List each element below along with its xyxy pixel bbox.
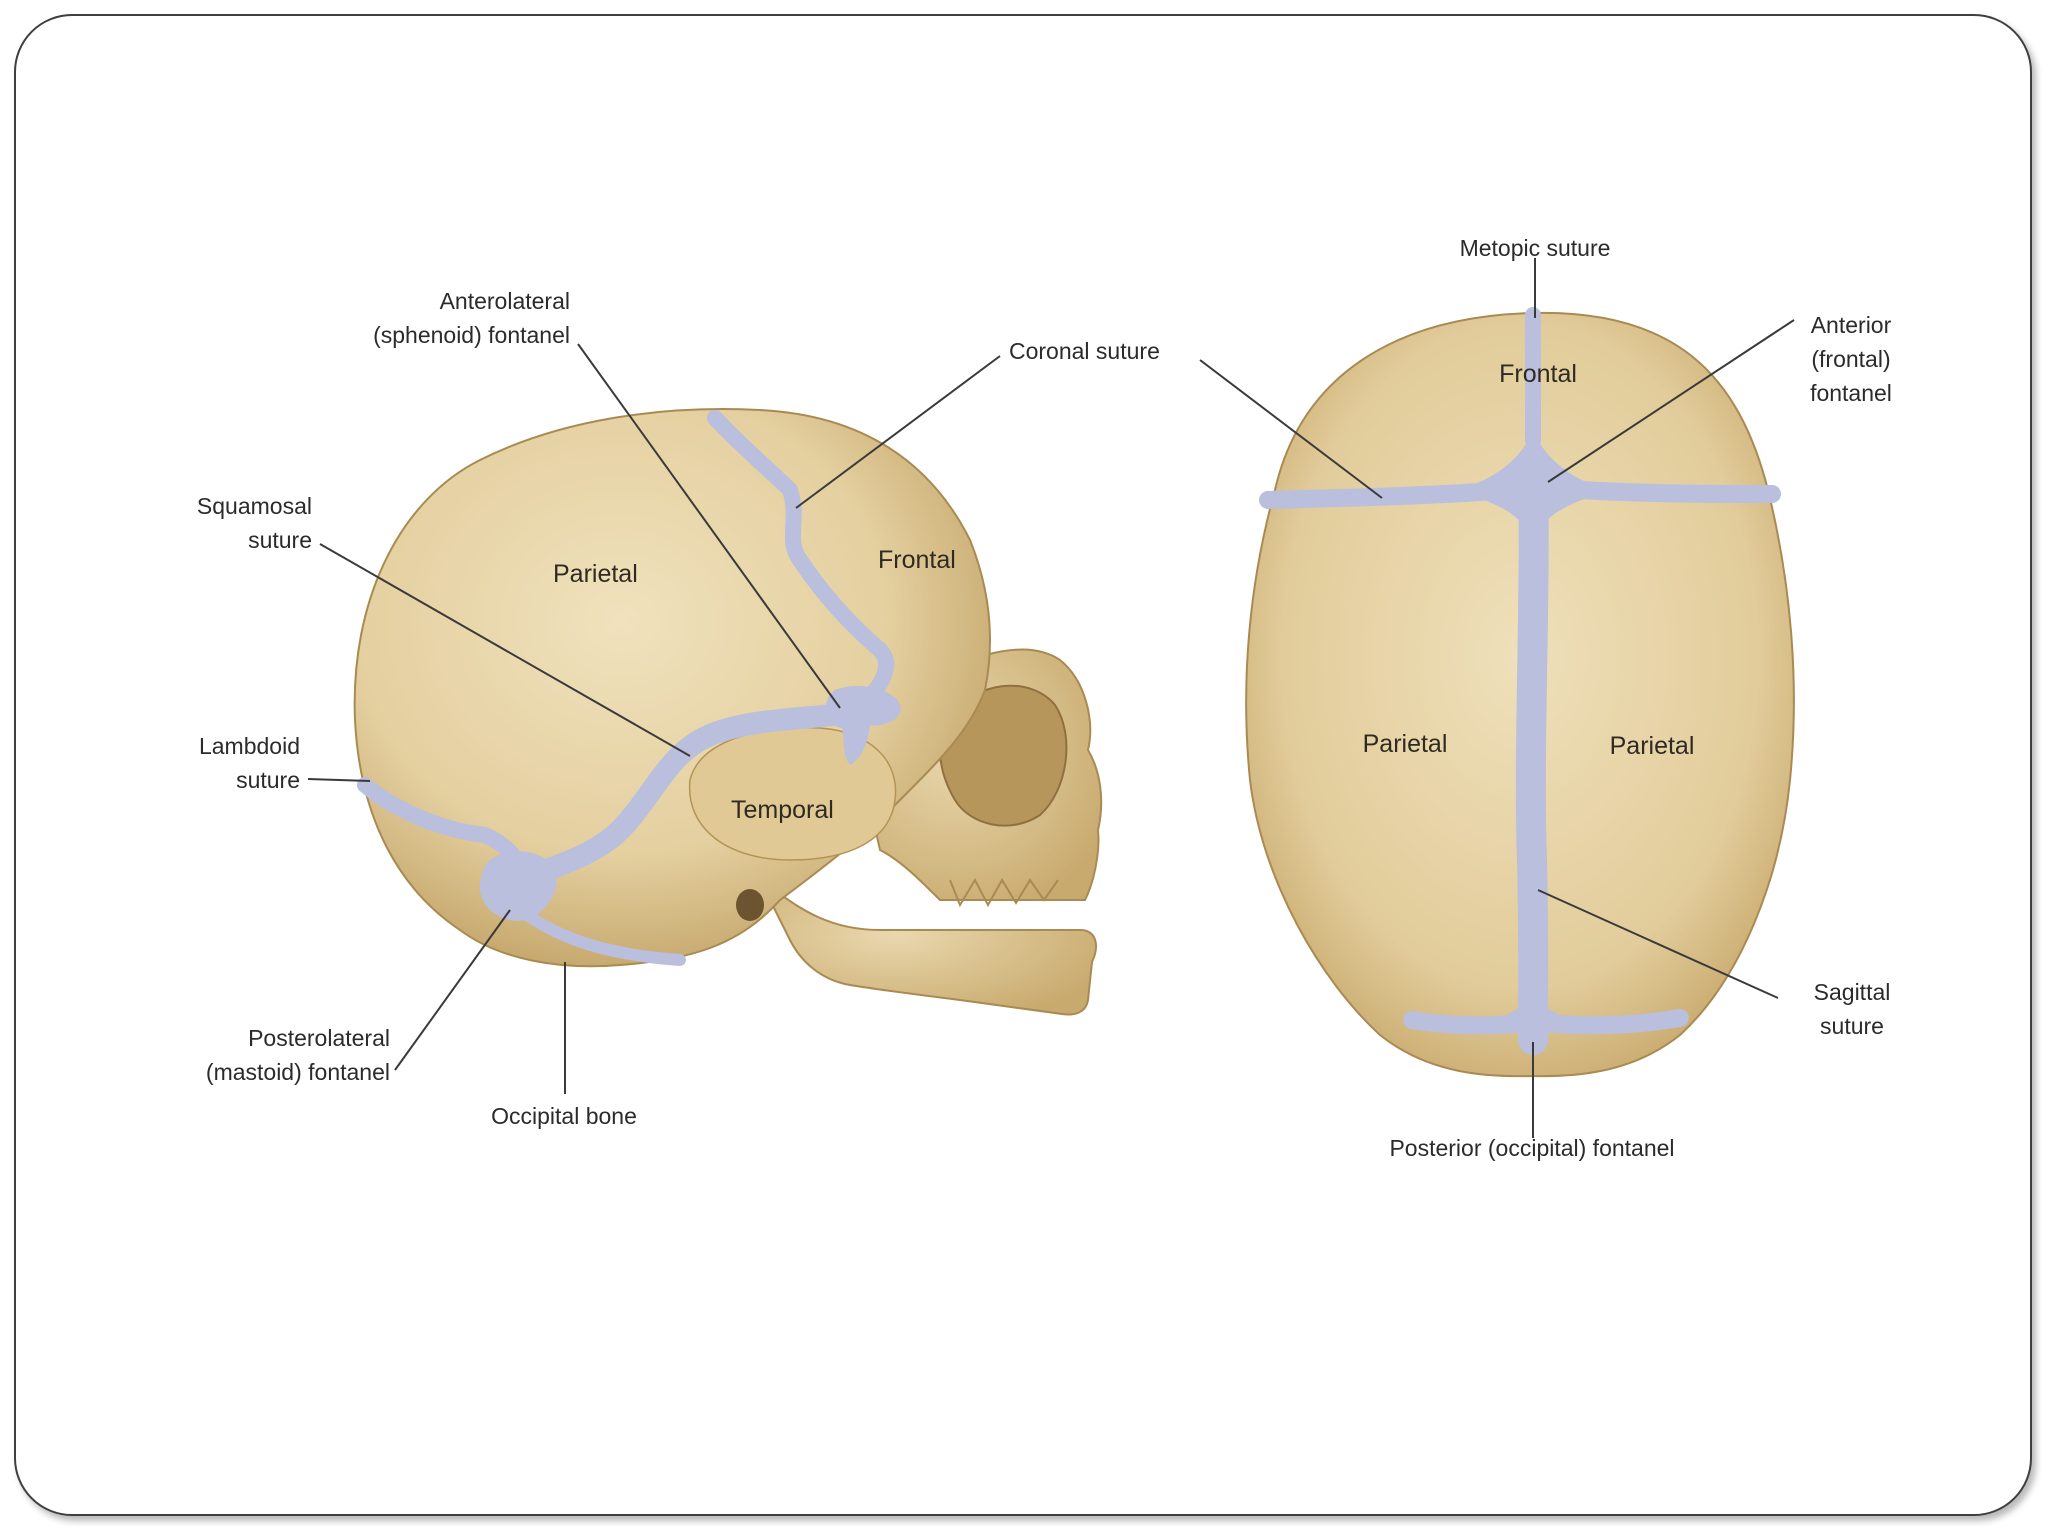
teeth [949,877,1059,908]
squamosal-suture-lateral [499,701,871,896]
anterolateral-fontanel [826,685,901,765]
label-metopic-suture: Metopic suture [1460,235,1611,261]
orbit [938,684,1068,827]
leader-coronal [795,355,1001,509]
label-lambdoid-line2: suture [236,767,300,793]
anterior-fontanel [1456,430,1610,530]
label-sagittal-line1: Sagittal [1814,979,1891,1005]
leader-coronal-superior [1199,359,1383,499]
bone-label-frontal-lateral: Frontal [878,546,956,574]
label-anterior-line2: (frontal) [1811,346,1890,372]
leader-lambdoid [307,778,371,782]
label-anterior-line3: fontanel [1810,380,1892,406]
label-lambdoid-line1: Lambdoid [199,733,300,759]
label-anterolateral-line2: (sphenoid) fontanel [373,322,570,348]
bone-label-frontal-superior: Frontal [1499,360,1577,388]
sagittal-suture [1515,455,1549,1055]
bone-label-temporal: Temporal [731,796,834,824]
mandible [757,877,1097,1016]
bone-label-parietal-left: Parietal [1363,730,1448,758]
label-squamosal-line2: suture [248,527,312,553]
cranial-vault [353,408,991,968]
label-sagittal-line2: suture [1820,1013,1884,1039]
posterolateral-fontanel [479,851,557,921]
bone-label-parietal-lateral: Parietal [553,560,638,588]
label-posterior-fontanel: Posterior (occipital) fontanel [1389,1135,1674,1161]
label-anterolateral-line1: Anterolateral [440,288,570,314]
leader-anterior-fontanel [1547,319,1795,483]
label-coronal-suture: Coronal suture [1009,338,1160,364]
superior-skull [1245,307,1795,1078]
label-anterior-line1: Anterior [1811,312,1892,338]
label-squamosal-line1: Squamosal [197,493,312,519]
lateral-skull [353,408,1103,1016]
temporal-bone [688,726,897,861]
leader-sagittal [1537,889,1779,999]
label-occipital-bone: Occipital bone [491,1103,637,1129]
label-posterolateral-line2: (mastoid) fontanel [206,1059,390,1085]
coronal-suture-lateral [707,410,894,713]
leader-squamosal [319,543,691,757]
leader-posterolateral [394,909,511,1071]
leader-anterolateral [577,343,841,709]
posterior-fontanel [1488,990,1578,1048]
bone-label-parietal-right: Parietal [1610,732,1695,760]
ear-canal [736,889,764,921]
occipital-suture-lateral [514,904,686,966]
label-posterolateral-line1: Posterolateral [248,1025,390,1051]
